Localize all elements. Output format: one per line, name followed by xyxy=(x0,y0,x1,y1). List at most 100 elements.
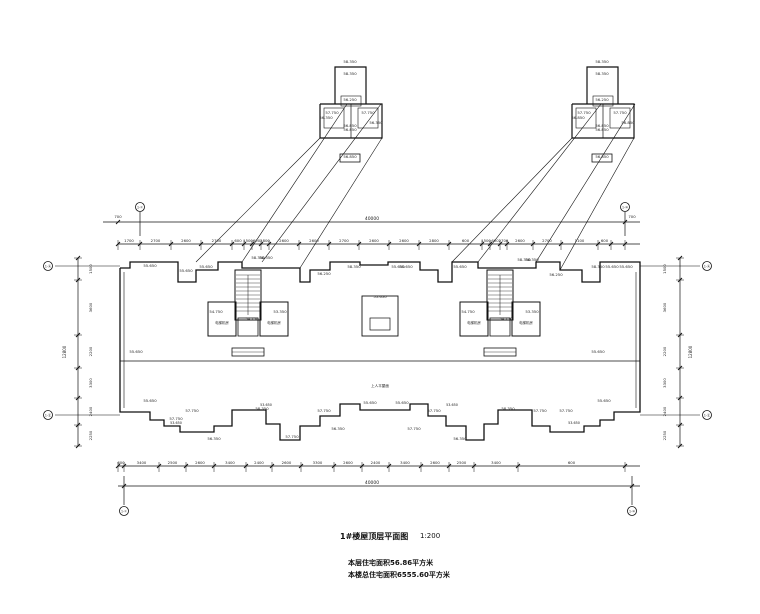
detail-elev-left: 56.250 xyxy=(343,97,357,102)
elev-plan-bottom: 56.350 xyxy=(331,426,345,431)
dim-top-segment: 2800 xyxy=(260,238,270,243)
dim-bottom-segment: 3400 xyxy=(225,460,235,465)
elev-plan-room: 54.750 xyxy=(245,316,259,321)
detail-elev-right: 56.850 xyxy=(571,115,585,120)
detail-top-box-left xyxy=(340,95,362,107)
dim-right-segment: 3600 xyxy=(662,302,667,312)
dim-left-segment: 3600 xyxy=(88,302,93,312)
dim-left-segment: 2400 xyxy=(88,406,93,416)
dim-right-segment: 3300 xyxy=(662,378,667,388)
dim-bottom-segment: 2600 xyxy=(430,460,440,465)
building-outline-left xyxy=(119,268,126,413)
axis-bubble-left-e-circle xyxy=(43,410,53,420)
elev-plan-top: 58.350 xyxy=(517,257,531,262)
dim-overall-top: 40000 xyxy=(365,216,379,222)
dim-top-segment: 1500 xyxy=(243,238,253,243)
elev-plan-bottom: 55.650 xyxy=(143,398,157,403)
axis-bubble-right-a: 1-Ⓐ xyxy=(704,264,711,269)
detail-elev-right: 57.750 xyxy=(577,110,591,115)
detail-right-box-left xyxy=(357,107,379,129)
axis-bubble-bottom-right: 1-⑩ xyxy=(629,510,635,514)
floor-area-note: 本层住宅面积56.86平方米 xyxy=(348,559,434,567)
dim-right-segment: 2400 xyxy=(662,406,667,416)
center-roof-note: 上人平屋面 xyxy=(371,383,389,388)
detail-elev-left: 57.750 xyxy=(361,110,375,115)
dim-right-segment: 1500 xyxy=(662,264,667,274)
machine-room-right xyxy=(459,301,489,337)
dim-tick xyxy=(115,219,121,225)
elev-plan-bottom: 57.750 xyxy=(533,408,547,413)
elev-plan-bottom: 55.650 xyxy=(395,400,409,405)
detail-elev-left: 57.750 xyxy=(325,110,339,115)
dim-top-segment: 600 xyxy=(234,238,242,243)
building-outline-right xyxy=(634,268,641,413)
elev-plan-top: 55.650 xyxy=(179,268,193,273)
building-outline-top xyxy=(120,261,641,283)
central-small-box xyxy=(369,317,391,331)
detail-elev-left: 56.850 xyxy=(343,127,357,132)
room-label: 电梯机房 xyxy=(519,320,533,325)
detail-elev-right: 58.350 xyxy=(595,59,609,64)
elev-plan-bottom-small: 53.650 xyxy=(568,421,580,425)
detail-left-box-left xyxy=(323,107,345,129)
elev-plan-room: 54.750 xyxy=(499,316,513,321)
dim-bottom-segment: 2500 xyxy=(457,460,467,465)
axis-bubble-right-e: 1-Ⓔ xyxy=(704,413,711,418)
dim-bottom-segment: 3400 xyxy=(137,460,147,465)
dim-top-segment: 1500 xyxy=(481,238,491,243)
detail-elev-right: 56.250 xyxy=(595,97,609,102)
room-label: 电梯机房 xyxy=(467,320,481,325)
dim-bottom-segment: 3400 xyxy=(400,460,410,465)
dim-overhang-right: 700 xyxy=(628,214,636,219)
dim-bottom-segment: 2600 xyxy=(282,460,292,465)
axis-bubble-top-right: 1-⑩ xyxy=(622,206,628,210)
dim-top-segment: 2600 xyxy=(279,238,289,243)
dim-top-segment: 600 xyxy=(491,238,499,243)
detail-left-box-right xyxy=(575,107,597,129)
elev-plan-top: 55.650 xyxy=(605,264,619,269)
detail-elev-right: 58.350 xyxy=(595,71,609,76)
elev-plan-top: 55.650 xyxy=(453,264,467,269)
stair-core-right xyxy=(486,269,514,321)
machine-room-b-right xyxy=(511,301,541,337)
elev-plan-bottom: 56.350 xyxy=(207,436,221,441)
elev-plan-middle: 55.650 xyxy=(591,349,605,354)
drawing-title: 1#楼屋顶层平面图 xyxy=(340,532,409,541)
dim-left-segment: 2200 xyxy=(88,346,93,356)
axis-bubble-top-left: 1-① xyxy=(137,206,143,210)
leader-left-d xyxy=(299,137,383,269)
detail-elev-right: 56.850 xyxy=(595,123,609,128)
dim-bottom-segment: 600 xyxy=(117,460,125,465)
elev-plan-bottom: 57.750 xyxy=(427,408,441,413)
dim-left-total: 12800 xyxy=(62,345,67,358)
axis-bubble-left-a-circle xyxy=(43,261,53,271)
elev-plan-top: 58.350 xyxy=(347,264,361,269)
dim-top-segment: 600 xyxy=(253,238,261,243)
dim-left-segment: 2250 xyxy=(88,430,93,440)
dim-bottom-segment: 2500 xyxy=(168,460,178,465)
dim-top-segment: 2700 xyxy=(151,238,161,243)
elev-plan-top: 58.350 xyxy=(251,255,265,260)
dim-overhang-left: 700 xyxy=(114,214,122,219)
elev-plan-bottom-small: 53.650 xyxy=(446,403,458,407)
central-light-well xyxy=(361,295,399,337)
axis-bubble-top-left-circle xyxy=(135,202,145,212)
detail-tower-right xyxy=(586,66,619,104)
elev-plan-room: 53.350 xyxy=(273,309,287,314)
dim-top-segment: 2600 xyxy=(369,238,379,243)
dim-top-segment: 2700 xyxy=(542,238,552,243)
elev-plan-middle: 55.650 xyxy=(373,294,387,299)
detail-elev-left: 58.350 xyxy=(343,59,357,64)
dim-right-segment: 2200 xyxy=(662,346,667,356)
room-label: 电梯机房 xyxy=(267,320,281,325)
elev-plan-top: 58.350 xyxy=(259,255,273,260)
elev-plan-bottom: 55.650 xyxy=(363,400,377,405)
dim-top-segment: 1100 xyxy=(575,238,585,243)
elev-plan-room: 54.750 xyxy=(209,309,223,314)
detail-top-box-right xyxy=(592,95,614,107)
elev-plan-bottom-small: 53.650 xyxy=(170,421,182,425)
axis-bubble-top-right-circle xyxy=(620,202,630,212)
dim-left-segment: 3300 xyxy=(88,378,93,388)
room-label: 电梯机房 xyxy=(215,320,229,325)
dim-top-segment: 2600 xyxy=(515,238,525,243)
